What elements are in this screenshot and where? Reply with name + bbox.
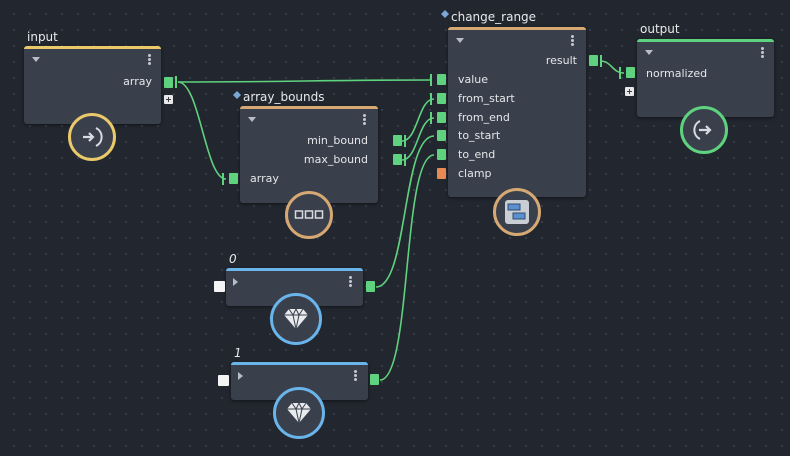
port-connector-bar [430,112,432,124]
port-connector-bar [600,55,602,67]
port-label-to-start: to_start [458,129,501,142]
node-icon-output [680,106,728,154]
node-menu-icon[interactable] [571,35,574,46]
node-change-range[interactable]: result value from_start from_end to_star… [448,27,586,197]
output-port-min-bound[interactable] [393,135,402,146]
input-port-constant-1[interactable] [218,375,229,386]
input-port-from-end[interactable] [437,112,446,123]
output-port-constant-0[interactable] [366,281,375,292]
output-port-result[interactable] [589,55,598,66]
port-label-normalized: normalized [646,67,708,80]
wire-input-array-to-bounds-array [177,81,227,180]
input-port-array[interactable] [229,173,238,184]
wire-max-bound-to-from-end [401,117,435,161]
node-accent-bar [448,27,586,30]
node-icon-constant-1 [273,387,325,439]
node-title-array-bounds: array_bounds [243,90,325,104]
node-icon-array-bounds [285,191,333,239]
node-menu-icon[interactable] [148,54,151,65]
port-label-from-start: from_start [458,92,515,105]
node-badge-icon [441,10,449,18]
range-blocks-icon [505,200,529,224]
node-title-output: output [640,22,680,36]
node-menu-icon[interactable] [761,47,764,58]
port-label-max-bound: max_bound [303,153,368,166]
wire-input-array-to-value [177,79,433,83]
expand-icon[interactable] [233,278,238,286]
port-label-result: result [545,54,577,67]
collapse-icon[interactable] [645,50,653,55]
wire-const1-to-to-end [379,154,435,381]
port-label-array: array [250,172,279,185]
node-icon-constant-0 [270,293,322,345]
port-label-to-end: to_end [458,148,496,161]
port-connector-bar [404,154,406,166]
input-port-to-end[interactable] [437,149,446,160]
node-accent-bar [226,268,363,271]
node-title-input: input [27,30,58,44]
port-label-from-end: from_end [458,111,510,124]
port-connector-bar [430,93,432,105]
node-accent-bar [240,106,378,109]
arrow-in-icon [83,127,103,147]
output-port-max-bound[interactable] [393,154,402,165]
input-port-constant-0[interactable] [214,281,225,292]
collapse-icon[interactable] [248,117,256,122]
arrow-out-icon [693,120,712,140]
node-accent-bar [231,362,368,365]
port-label-min-bound: min_bound [307,134,368,147]
input-port-value[interactable] [437,74,446,85]
port-label-array: array [123,75,152,88]
node-badge-icon [233,91,241,99]
collapse-icon[interactable] [32,57,40,62]
node-menu-icon[interactable] [354,370,357,381]
add-port-icon[interactable] [625,87,634,96]
node-array-bounds[interactable]: min_bound max_bound array [240,106,378,203]
diamond-icon [287,402,311,424]
port-connector-bar [222,173,224,185]
node-accent-bar [24,46,161,49]
port-connector-bar [175,76,177,88]
node-accent-bar [637,39,774,42]
node-output[interactable]: normalized [637,39,774,117]
expand-icon[interactable] [238,372,243,380]
input-port-to-start[interactable] [437,130,446,141]
node-title-constant-1: 1 [234,346,242,360]
node-icon-input [68,113,116,161]
node-menu-icon[interactable] [349,276,352,287]
diamond-icon [284,308,308,330]
output-port-constant-1[interactable] [370,374,379,385]
node-icon-change-range [493,188,541,236]
node-title-constant-0: 0 [229,252,237,266]
port-connector-bar [430,74,432,86]
node-title-change-range: change_range [451,10,537,24]
output-port-array[interactable] [164,77,173,88]
input-port-from-start[interactable] [437,93,446,104]
port-label-clamp: clamp [458,167,492,180]
three-squares-icon [294,210,324,219]
port-label-value: value [458,73,489,86]
add-port-icon[interactable] [164,95,173,104]
input-port-clamp[interactable] [437,168,446,179]
collapse-icon[interactable] [456,38,464,43]
port-connector-bar [619,67,621,79]
input-port-normalized[interactable] [626,67,635,78]
node-menu-icon[interactable] [363,114,366,125]
node-constant-1[interactable] [231,362,368,400]
node-input[interactable]: array [24,46,161,124]
port-connector-bar [404,135,406,147]
